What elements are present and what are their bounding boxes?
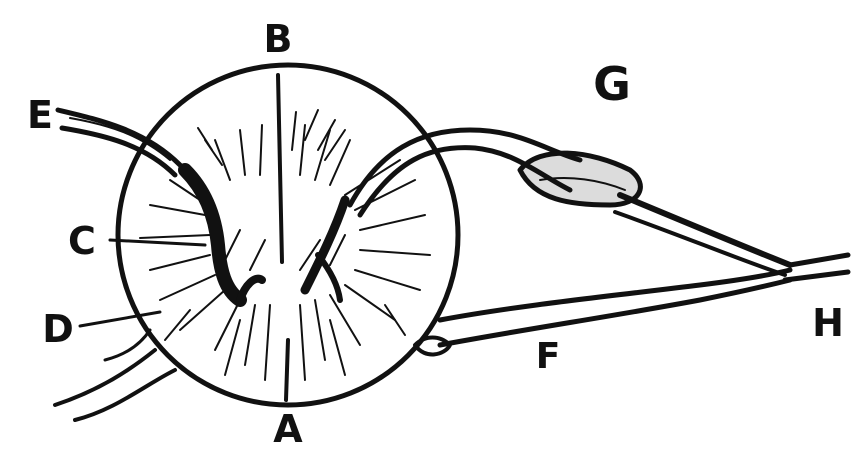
nerve-root-e-fiber bbox=[70, 118, 170, 160]
ventral-horn-detail bbox=[318, 255, 340, 300]
label-g: G bbox=[593, 57, 631, 111]
label-c-pointer bbox=[110, 240, 205, 245]
label-a: A bbox=[273, 407, 303, 451]
spinal-nerve-trunk bbox=[620, 195, 790, 265]
spinal-nerve-trunk-lower bbox=[615, 212, 785, 275]
spinal-nerve-distal bbox=[790, 255, 848, 265]
nerve-root-d-branch bbox=[105, 330, 150, 360]
nerve-root-d-lower bbox=[75, 370, 175, 420]
label-d: D bbox=[42, 307, 74, 351]
label-d-pointer bbox=[80, 312, 160, 326]
horn-shading-detail bbox=[240, 279, 262, 300]
label-e: E bbox=[27, 93, 53, 137]
anterior-median-fissure bbox=[286, 340, 288, 400]
label-f: F bbox=[536, 336, 561, 377]
label-c: C bbox=[68, 219, 96, 263]
nerve-root-d bbox=[55, 350, 155, 405]
label-b: B bbox=[264, 17, 293, 61]
spinal-nerve-distal-lower bbox=[785, 272, 848, 280]
label-h: H bbox=[812, 301, 844, 345]
posterior-median-septum bbox=[278, 75, 282, 262]
